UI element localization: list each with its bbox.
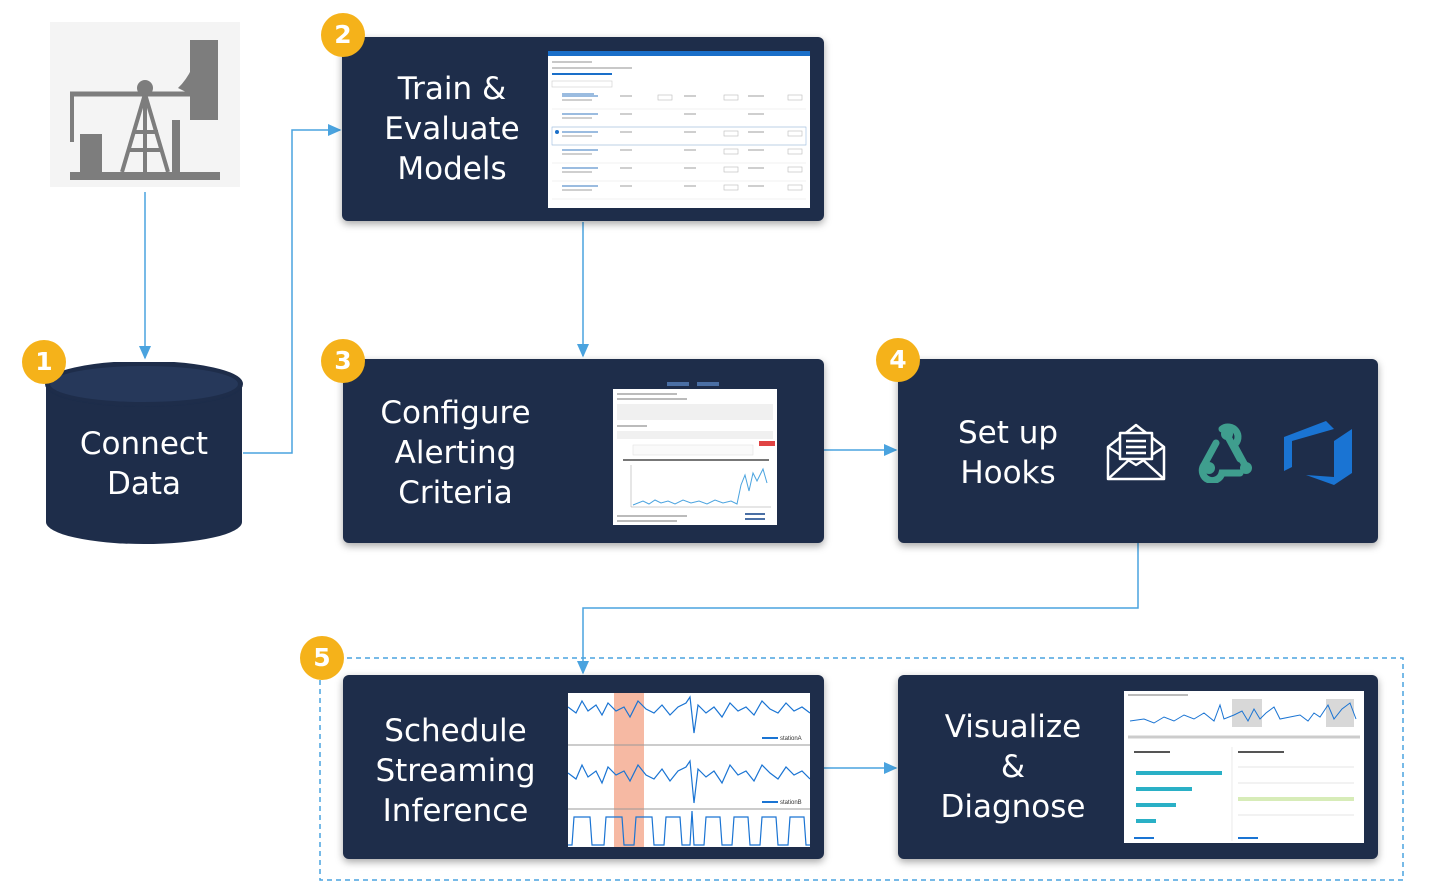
oil-pumpjack-icon [50,22,240,187]
configure-alerting-card: Configure Alerting Criteria [343,359,824,543]
legend-station-b: stationB [780,800,802,806]
schedule-inference-title: Schedule Streaming Inference [375,713,536,829]
setup-hooks-title: Set up Hooks [957,415,1059,491]
configure-alerting-title: Configure Alerting Criteria [380,395,531,511]
step-badge-4: 4 [876,338,920,382]
step-badge-2: 2 [321,13,365,57]
setup-hooks-card: Set up Hooks [898,359,1378,543]
models-list-thumbnail [548,51,810,208]
connect-data-title: Connect Data [79,426,209,502]
incident-report-thumbnail [613,373,777,525]
connector-hooks-to-schedule [577,543,1139,675]
streaming-chart-thumbnail: stationA stationB [568,693,810,847]
step-badge-5: 5 [300,636,344,680]
connect-data-database: Connect Data [45,362,243,547]
webhook-icon [1194,417,1260,485]
streaming-group-border [319,657,1404,881]
step-badge-1: 1 [22,340,66,384]
visualize-diagnose-card: Visualize & Diagnose [898,675,1378,859]
train-evaluate-title: Train & Evaluate Models [384,71,520,187]
visualize-diagnose-title: Visualize & Diagnose [940,709,1086,825]
connector-data-to-train [243,124,342,454]
legend-station-a: stationA [780,736,802,742]
email-icon [1104,419,1168,483]
train-evaluate-card: Train & Evaluate Models [342,37,824,221]
step-badge-3: 3 [321,339,365,383]
schedule-inference-card: Schedule Streaming Inference stationA st… [343,675,824,859]
diagnose-dashboard-thumbnail [1124,691,1364,843]
azure-devops-icon [1282,419,1354,485]
